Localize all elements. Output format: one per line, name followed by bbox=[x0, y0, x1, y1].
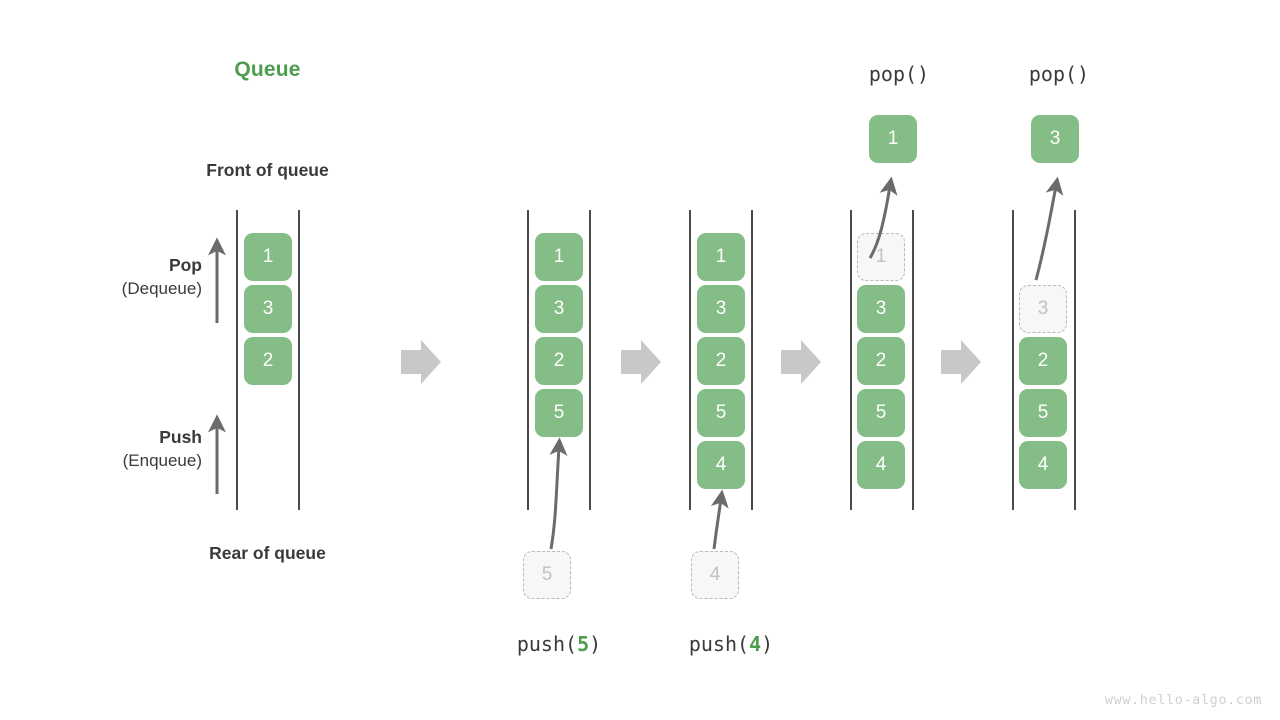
queue-cell: 2 bbox=[535, 337, 583, 385]
push-label-primary: Push bbox=[159, 427, 202, 447]
queue-rail-left bbox=[1012, 210, 1014, 510]
rear-of-queue-label: Rear of queue bbox=[209, 543, 326, 563]
pop-direction-label: Pop (Dequeue) bbox=[0, 253, 202, 301]
push-caption-suffix: ) bbox=[761, 632, 774, 656]
push-caption: push(4) bbox=[631, 632, 831, 656]
queue-rail-right bbox=[751, 210, 753, 510]
front-of-queue-label: Front of queue bbox=[206, 160, 329, 180]
enqueue-arrow-icon bbox=[710, 489, 729, 550]
queue-cell: 2 bbox=[857, 337, 905, 385]
queue-rail-left bbox=[527, 210, 529, 510]
watermark: www.hello-algo.com bbox=[1104, 692, 1262, 708]
queue-cell: 5 bbox=[697, 389, 745, 437]
push-caption-suffix: ) bbox=[589, 632, 602, 656]
push-ghost-cell: 4 bbox=[691, 551, 739, 599]
step-arrow-icon bbox=[781, 340, 821, 384]
queue-cell: 3 bbox=[535, 285, 583, 333]
popped-ghost-cell: 1 bbox=[857, 233, 905, 281]
queue-cell: 3 bbox=[857, 285, 905, 333]
queue-cell: 5 bbox=[1019, 389, 1067, 437]
step-arrow-icon bbox=[401, 340, 441, 384]
popped-cell: 3 bbox=[1031, 115, 1079, 163]
push-direction-label: Push (Enqueue) bbox=[0, 425, 202, 473]
queue-rail-right bbox=[1074, 210, 1076, 510]
push-label-secondary: (Enqueue) bbox=[122, 451, 202, 471]
pop-caption: pop() bbox=[1028, 62, 1090, 86]
queue-cell: 1 bbox=[697, 233, 745, 281]
push-caption-arg: 5 bbox=[577, 632, 590, 656]
push-caption-prefix: push( bbox=[516, 632, 578, 656]
queue-cell-incoming: 5 bbox=[535, 389, 583, 437]
push-caption: push(5) bbox=[459, 632, 659, 656]
queue-rail-right bbox=[298, 210, 300, 510]
queue-cell: 3 bbox=[244, 285, 292, 333]
popped-ghost-cell: 3 bbox=[1019, 285, 1067, 333]
queue-cell: 2 bbox=[1019, 337, 1067, 385]
pop-label-primary: Pop bbox=[168, 255, 202, 275]
step-arrow-icon bbox=[621, 340, 661, 384]
queue-cell: 2 bbox=[697, 337, 745, 385]
queue-rail-left bbox=[850, 210, 852, 510]
enqueue-arrow-icon bbox=[549, 437, 568, 550]
push-ghost-cell: 5 bbox=[523, 551, 571, 599]
queue-cell: 4 bbox=[857, 441, 905, 489]
push-caption-arg: 4 bbox=[749, 632, 762, 656]
queue-cell: 5 bbox=[857, 389, 905, 437]
queue-cell: 1 bbox=[535, 233, 583, 281]
push-caption-prefix: push( bbox=[688, 632, 750, 656]
queue-rail-left bbox=[689, 210, 691, 510]
queue-cell: 1 bbox=[244, 233, 292, 281]
queue-cell: 3 bbox=[697, 285, 745, 333]
queue-rail-right bbox=[589, 210, 591, 510]
queue-rail-left bbox=[236, 210, 238, 510]
step-arrow-icon bbox=[941, 340, 981, 384]
page-title: Queue bbox=[234, 58, 301, 81]
queue-cell-incoming: 4 bbox=[697, 441, 745, 489]
queue-cell: 4 bbox=[1019, 441, 1067, 489]
pop-label-secondary: (Dequeue) bbox=[121, 279, 202, 299]
queue-rail-right bbox=[912, 210, 914, 510]
pop-caption: pop() bbox=[868, 62, 930, 86]
dequeue-arrow-icon bbox=[1034, 176, 1064, 281]
queue-cell: 2 bbox=[244, 337, 292, 385]
popped-cell: 1 bbox=[869, 115, 917, 163]
